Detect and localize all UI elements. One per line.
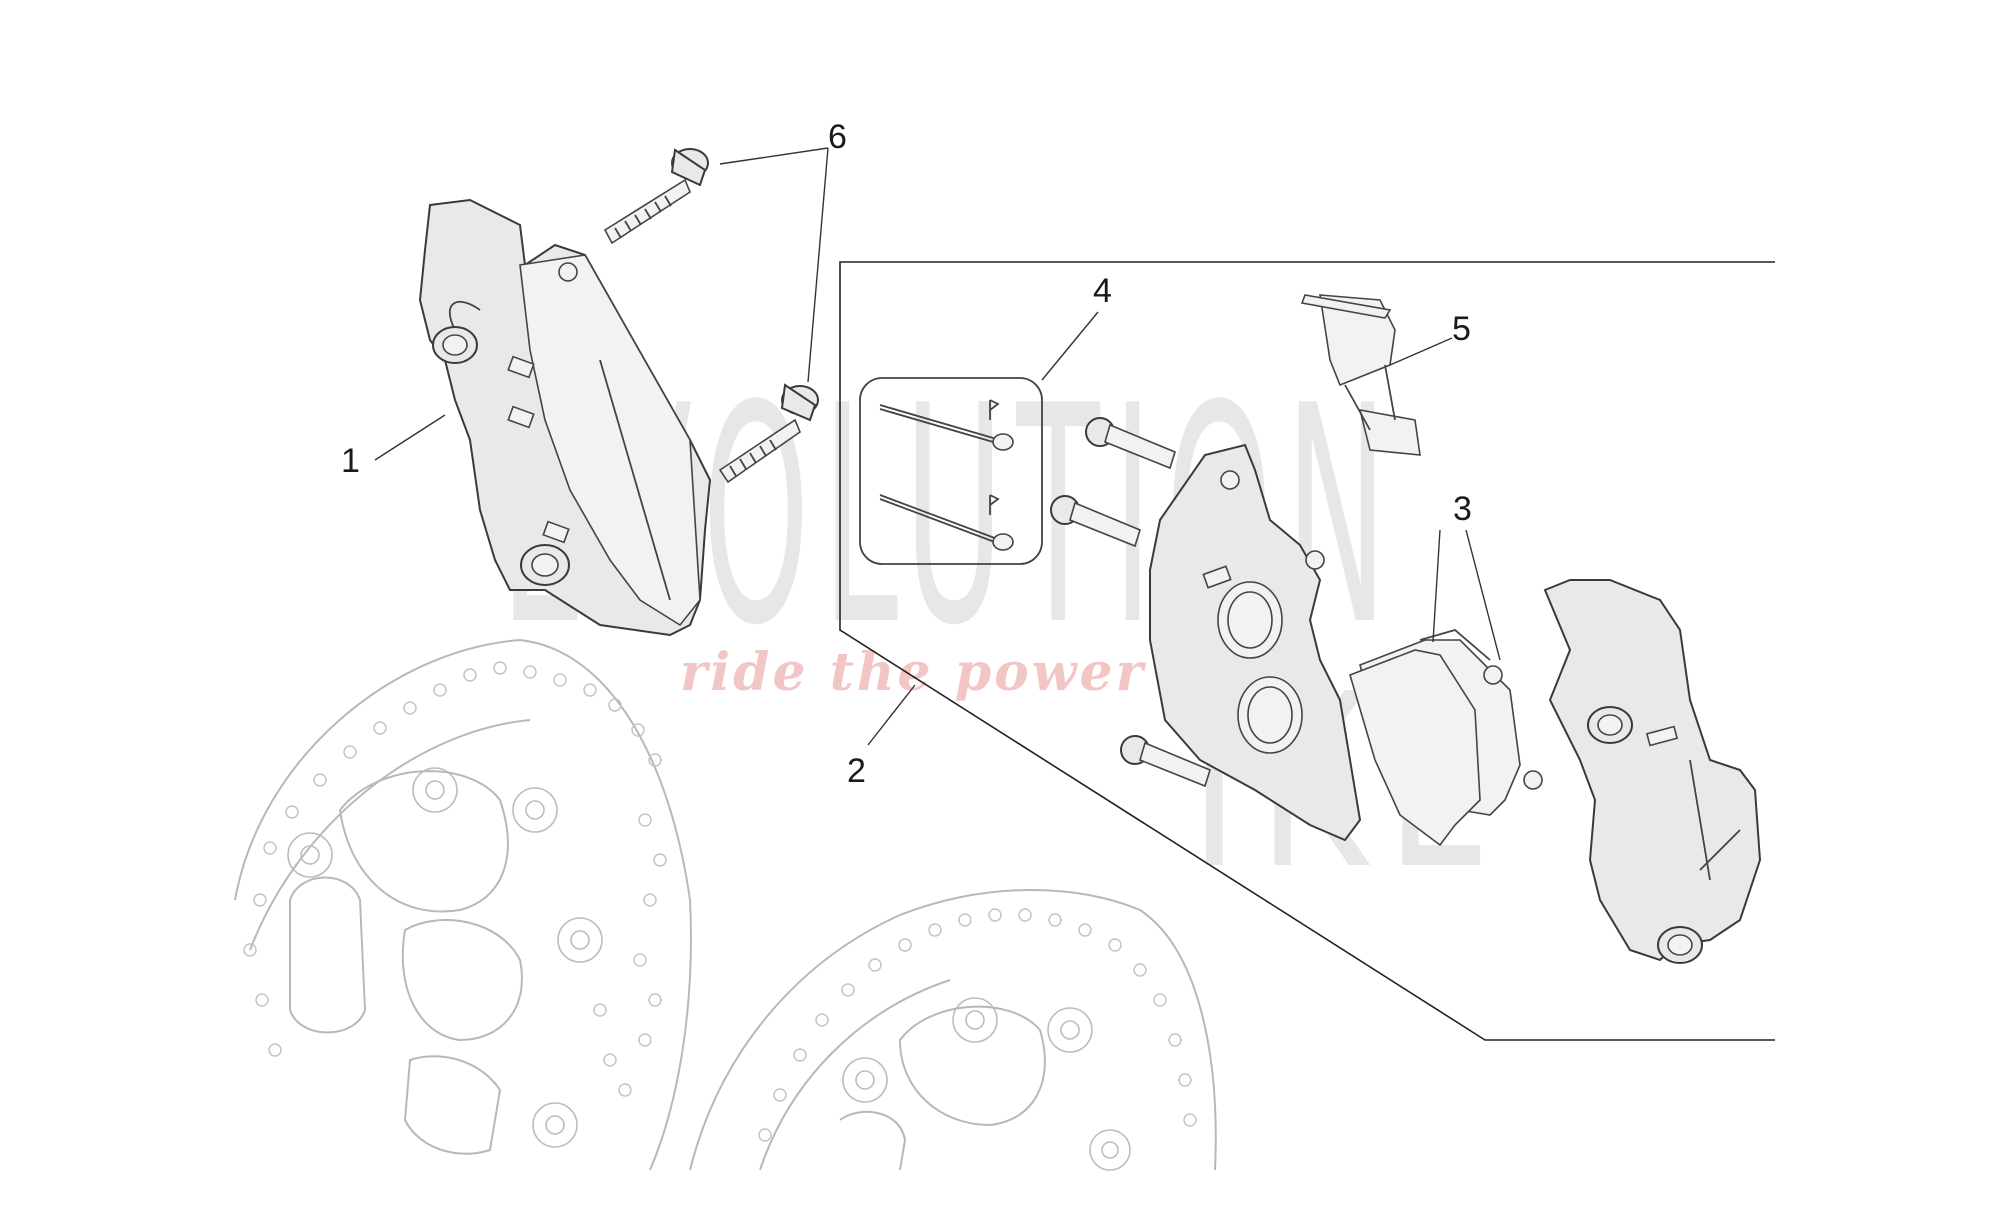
leader-lines [374,147,1501,746]
bolt-kit-2 [1050,495,1141,548]
caliper-right-inner [1149,443,1362,842]
bolt-lower [718,383,819,484]
bolt-kit-1 [1085,417,1176,470]
label-part-6: 6 [828,118,847,156]
pad-spring [1300,294,1421,456]
caliper-right-outer [1543,579,1762,964]
caliper-left [418,198,712,637]
label-part-2: 2 [847,752,866,790]
kit-frame [839,261,1775,1041]
bolt-kit-3 [1120,735,1211,788]
pad-pin-kit [859,377,1043,565]
brake-disc-right [689,889,1217,1171]
brake-pads [1349,629,1543,847]
watermark-tagline: ride the power [680,642,1147,703]
label-part-1: 1 [341,442,360,480]
label-part-4: 4 [1093,272,1112,310]
bolt-upper [603,148,709,245]
label-part-5: 5 [1452,310,1471,348]
brake-disc-left [234,638,692,1171]
label-part-3: 3 [1453,490,1472,528]
